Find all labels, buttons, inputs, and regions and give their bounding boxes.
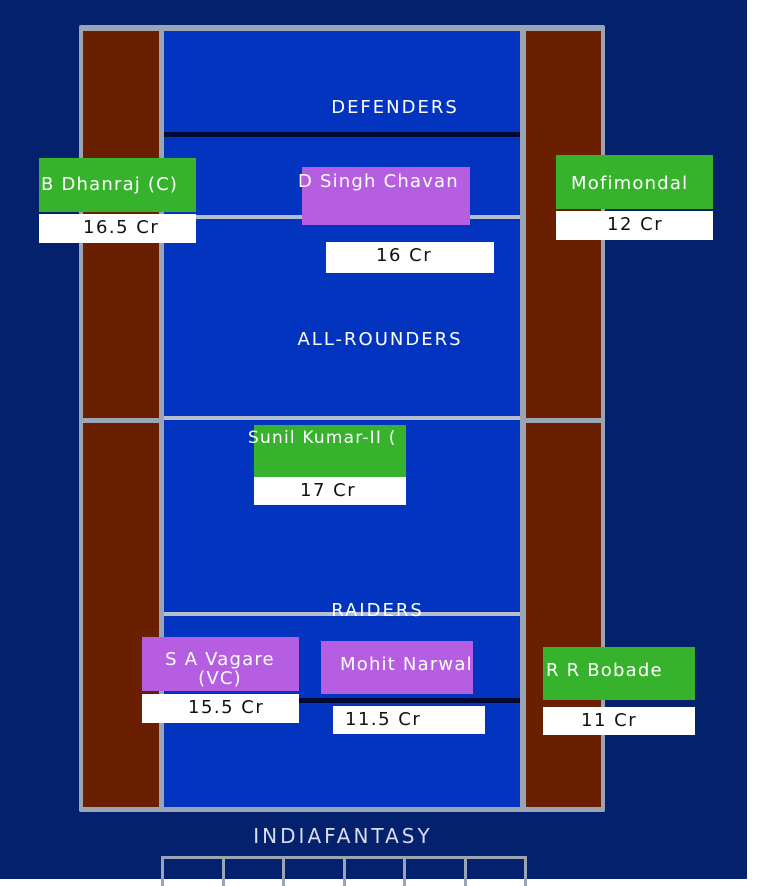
mid-line [164,416,520,420]
player-name: R R Bobade [546,660,663,681]
right-lobby-bottom [526,423,601,807]
zone-all-rounders: ALL-ROUNDERS [297,329,463,350]
baulk-line-top [164,132,520,137]
zone-defenders: DEFENDERS [331,97,459,118]
player-name: S A Vagare (VC) [165,649,275,689]
baulk-line-bottom [164,698,520,703]
player-name: Mohit Narwal [340,654,473,675]
substitutes-bench [161,856,527,886]
player-name: B Dhanraj (C) [41,174,179,195]
bonus-line-bottom [164,612,520,616]
left-lobby-bottom [83,423,159,807]
brand-logo-text: INDIAFANTASY [253,824,433,848]
player-price: 11 Cr [543,707,695,735]
player-price: 16.5 Cr [39,214,196,243]
player-name: D Singh Chavan [298,171,459,192]
player-price: 16 Cr [326,242,494,273]
player-price: 12 Cr [556,211,713,240]
player-price: 17 Cr [254,477,406,505]
player-price: 15.5 Cr [142,694,299,723]
player-name: Sunil Kumar-II ( [248,428,397,448]
player-name: Mofimondal [571,173,689,194]
zone-raiders: RAIDERS [331,600,424,621]
player-price: 11.5 Cr [333,706,485,734]
